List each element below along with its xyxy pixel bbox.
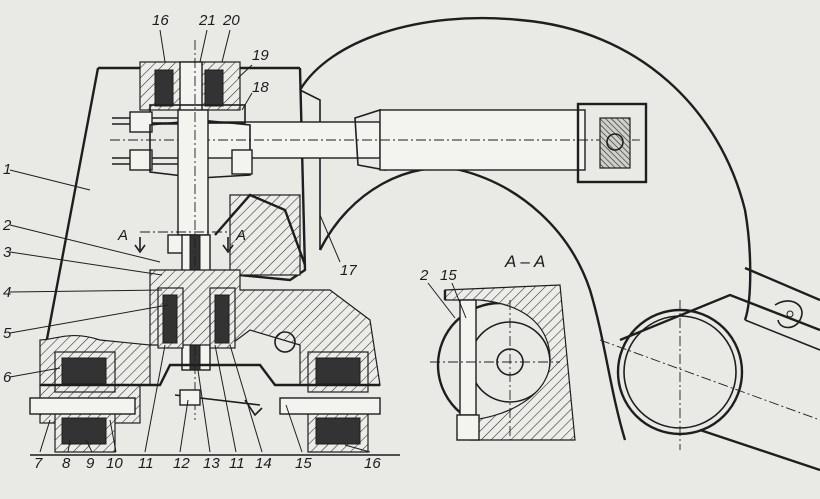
section-marker-right: A	[235, 227, 246, 244]
section-label-15: 15	[440, 267, 457, 284]
arc-arm	[298, 16, 820, 472]
label-part-6: 6	[3, 369, 12, 386]
label-part-16-top: 16	[152, 12, 169, 29]
label-part-21: 21	[198, 12, 216, 29]
right-roller-assembly	[279, 351, 381, 453]
leader-lines	[9, 29, 467, 453]
label-part-11-left: 11	[138, 455, 154, 472]
label-part-11-right: 11	[229, 455, 245, 472]
section-a-a-view	[430, 284, 576, 441]
label-part-8: 8	[62, 455, 71, 472]
label-part-16-bottom: 16	[364, 455, 381, 472]
label-part-19: 19	[252, 47, 269, 64]
section-marker-left: A	[117, 227, 128, 244]
label-part-14: 14	[255, 455, 272, 472]
label-part-5: 5	[3, 325, 12, 342]
label-part-3: 3	[3, 244, 12, 261]
base-plate	[30, 363, 400, 456]
label-part-2: 2	[2, 217, 12, 234]
hook-bracket	[774, 300, 803, 329]
label-part-15: 15	[295, 455, 312, 472]
label-part-9: 9	[86, 455, 95, 472]
label-part-4: 4	[3, 284, 11, 301]
section-label-2: 2	[419, 267, 429, 284]
label-part-17: 17	[340, 262, 357, 279]
hydraulic-cylinder	[110, 102, 648, 184]
label-part-7: 7	[34, 455, 43, 472]
label-part-12: 12	[173, 455, 190, 472]
label-part-20: 20	[222, 12, 240, 29]
drum-pulley	[599, 293, 820, 450]
label-part-10: 10	[106, 455, 123, 472]
section-a-a-title: A – A	[504, 252, 545, 271]
label-part-1: 1	[3, 161, 11, 178]
label-part-18: 18	[252, 79, 269, 96]
label-part-13: 13	[203, 455, 220, 472]
section-mark	[134, 231, 234, 254]
